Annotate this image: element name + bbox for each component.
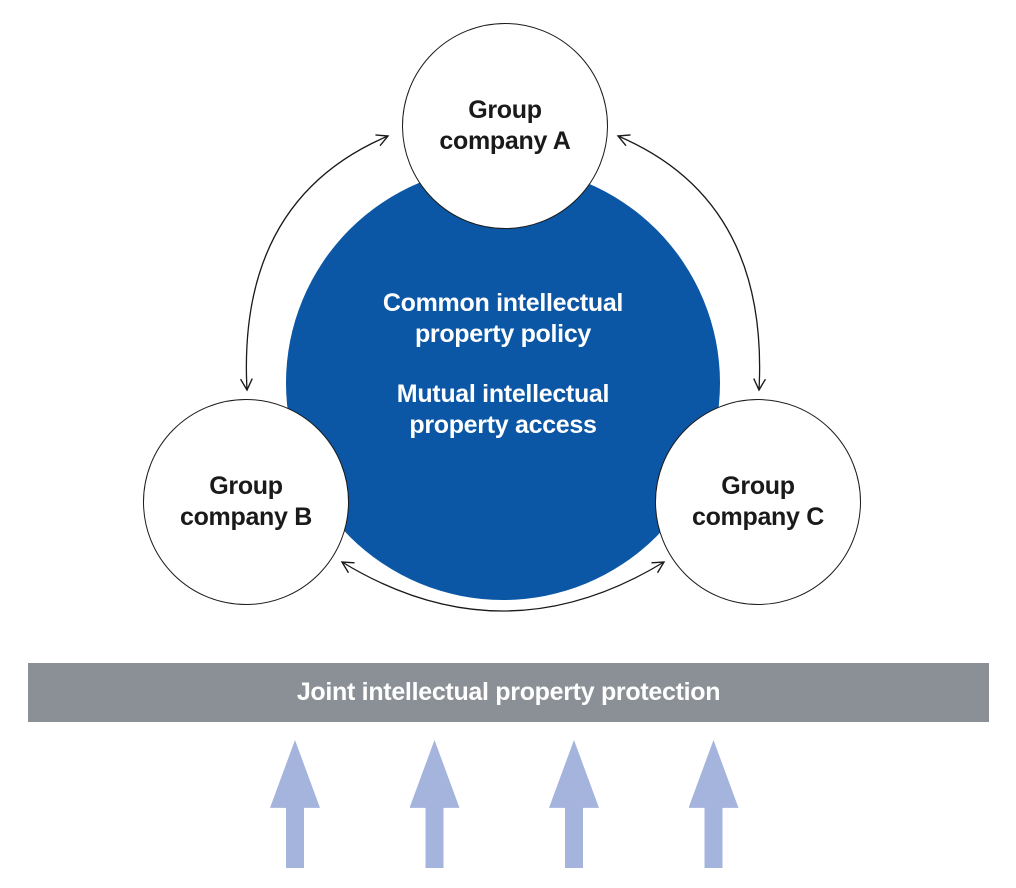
up-arrow-icon: [270, 740, 320, 868]
up-arrow-icon: [688, 740, 739, 868]
up-arrows: [0, 740, 1016, 868]
company-circle-b: Group company B: [143, 399, 349, 605]
company-label-a: Group company A: [439, 95, 571, 156]
company-label-b: Group company B: [179, 471, 313, 532]
protection-bar: Joint intellectual property protection: [28, 663, 989, 722]
up-arrow-icon: [409, 740, 460, 868]
company-circle-c: Group company C: [655, 399, 861, 605]
company-circle-a: Group company A: [402, 23, 608, 229]
protection-bar-label: Joint intellectual property protection: [296, 678, 721, 706]
central-circle-text-access: Mutual intellectual property access: [396, 379, 610, 439]
central-circle: Common intellectual property policy Mutu…: [286, 166, 720, 600]
central-circle-text-policy: Common intellectual property policy: [382, 288, 624, 348]
company-label-c: Group company C: [691, 471, 825, 532]
up-arrow-icon: [549, 740, 599, 868]
